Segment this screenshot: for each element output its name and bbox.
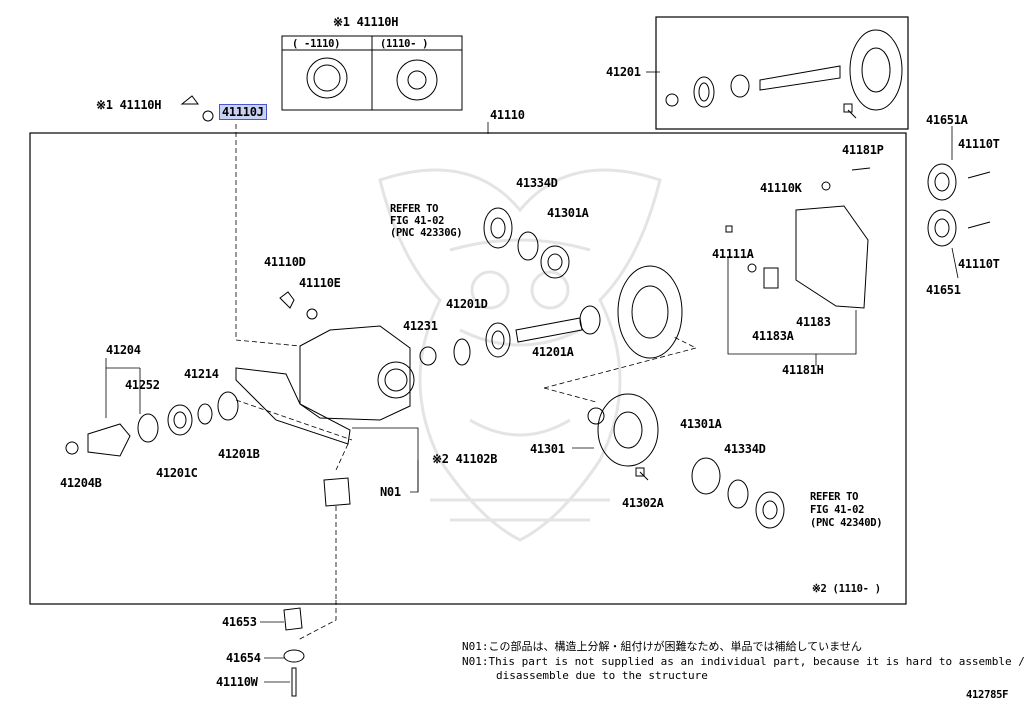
main-frame	[29, 132, 907, 605]
label-41110E[interactable]: 41110E	[299, 276, 341, 290]
label-41204[interactable]: 41204	[106, 343, 141, 357]
label-N01[interactable]: N01	[380, 485, 401, 499]
label-41110H[interactable]: ※1 41110H	[96, 98, 162, 112]
note-n01-english-1: N01:This part is not supplied as an indi…	[462, 655, 1024, 668]
label-41651[interactable]: 41651	[926, 283, 961, 297]
label-41110W[interactable]: 41110W	[216, 675, 258, 689]
label-41110K[interactable]: 41110K	[760, 181, 802, 195]
inset-ring-gear-frame	[655, 16, 909, 130]
label-41334D-bottom[interactable]: 41334D	[724, 442, 766, 456]
label-41301[interactable]: 41301	[530, 442, 565, 456]
label-41201B[interactable]: 41201B	[218, 447, 260, 461]
label-refer-2c: (PNC 42340D)	[810, 517, 883, 529]
note-n01-japanese: N01:この部品は、構造上分解・組付けが困難なため、単品では補給していません	[462, 640, 862, 653]
label-41302A[interactable]: 41302A	[622, 496, 664, 510]
label-41110T-2[interactable]: 41110T	[958, 257, 1000, 271]
label-41201D[interactable]: 41201D	[446, 297, 488, 311]
label-41181P[interactable]: 41181P	[842, 143, 884, 157]
label-41334D-top[interactable]: 41334D	[516, 176, 558, 190]
inset-41110H-table	[281, 35, 463, 111]
label-41252[interactable]: 41252	[125, 378, 160, 392]
note-n01-english-2: disassemble due to the structure	[496, 669, 708, 682]
label-41181H[interactable]: 41181H	[782, 363, 824, 377]
label-41301A-bottom[interactable]: 41301A	[680, 417, 722, 431]
label-41204B[interactable]: 41204B	[60, 476, 102, 490]
label-41653[interactable]: 41653	[222, 615, 257, 629]
label-41231[interactable]: 41231	[403, 319, 438, 333]
label-star2-range: ※2 (1110- )	[812, 583, 881, 595]
label-41201-top[interactable]: 41201	[606, 65, 641, 79]
label-41110T-1[interactable]: 41110T	[958, 137, 1000, 151]
label-41651A[interactable]: 41651A	[926, 113, 968, 127]
label-refer-1a: REFER TO	[390, 203, 439, 215]
label-41214[interactable]: 41214	[184, 367, 219, 381]
label-refer-1b[interactable]: FIG 41-02	[390, 215, 445, 227]
diagram-id: 412785F	[966, 689, 1009, 701]
label-41102B[interactable]: ※2 41102B	[432, 452, 498, 466]
label-refer-2b[interactable]: FIG 41-02	[810, 504, 865, 516]
label-41654[interactable]: 41654	[226, 651, 261, 665]
label-41183[interactable]: 41183	[796, 315, 831, 329]
label-41301A-top[interactable]: 41301A	[547, 206, 589, 220]
label-inset-41110H: ※1 41110H	[333, 15, 399, 29]
label-41201A[interactable]: 41201A	[532, 345, 574, 359]
label-41110J-highlighted[interactable]: 41110J	[219, 104, 267, 120]
label-41201C[interactable]: 41201C	[156, 466, 198, 480]
label-41110[interactable]: 41110	[490, 108, 525, 122]
label-41183A[interactable]: 41183A	[752, 329, 794, 343]
label-41110D[interactable]: 41110D	[264, 255, 306, 269]
label-refer-2a: REFER TO	[810, 491, 859, 503]
label-refer-1c: (PNC 42330G)	[390, 227, 463, 239]
label-inset-right-col: (1110- )	[380, 38, 429, 50]
label-inset-left-col: ( -1110)	[292, 38, 341, 50]
label-41111A[interactable]: 41111A	[712, 247, 754, 261]
